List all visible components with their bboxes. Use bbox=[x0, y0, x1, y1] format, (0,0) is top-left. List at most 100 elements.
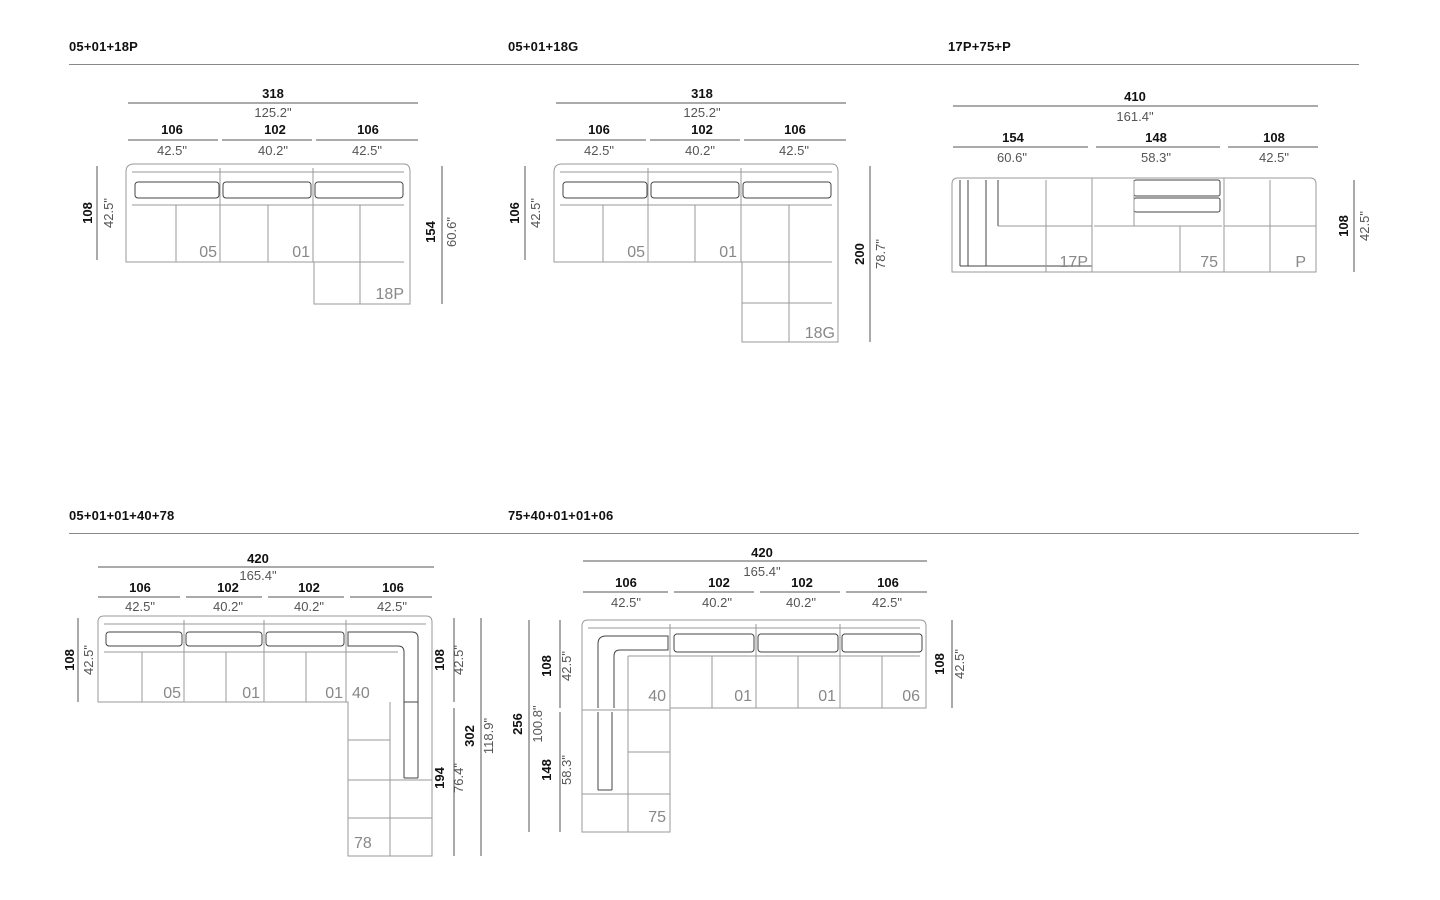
left-total-depth-in: 100.8" bbox=[530, 705, 545, 743]
config-title-3: 17P+75+P bbox=[948, 39, 1012, 54]
segment-width-cm: 108 bbox=[1263, 130, 1285, 145]
segment-width-cm: 102 bbox=[691, 122, 713, 137]
module-label: 40 bbox=[648, 688, 666, 705]
overall-width-in: 165.4" bbox=[743, 564, 781, 579]
module-label: 01 bbox=[734, 688, 752, 705]
segment-width-in: 42.5" bbox=[125, 599, 155, 614]
segment-width-in: 42.5" bbox=[872, 595, 902, 610]
depth-in: 42.5" bbox=[528, 198, 543, 228]
segment-width-in: 40.2" bbox=[294, 599, 324, 614]
right-top-depth-cm: 108 bbox=[432, 649, 447, 671]
module-label: 18P bbox=[376, 286, 404, 303]
module-label: 18G bbox=[805, 325, 835, 342]
segment-width-cm: 102 bbox=[708, 575, 730, 590]
overall-width-cm: 318 bbox=[262, 86, 284, 101]
right-depth-cm: 108 bbox=[932, 653, 947, 675]
right-depth-in: 42.5" bbox=[952, 649, 967, 679]
segment-width-in: 42.5" bbox=[157, 143, 187, 158]
depth-in: 42.5" bbox=[81, 645, 96, 675]
overall-width-in: 125.2" bbox=[683, 105, 721, 120]
left-bottom-depth-in: 58.3" bbox=[559, 755, 574, 785]
module-label: P bbox=[1295, 254, 1306, 271]
module-label: 01 bbox=[719, 244, 737, 261]
overall-width-cm: 318 bbox=[691, 86, 713, 101]
config-05-01-18G: 318 125.2" 106 102 106 42.5" 40.2" 42.5"… bbox=[507, 86, 888, 343]
depth-in: 42.5" bbox=[101, 198, 116, 228]
right-total-depth-cm: 302 bbox=[462, 725, 477, 747]
segment-width-cm: 106 bbox=[357, 122, 379, 137]
overall-width-cm: 410 bbox=[1124, 89, 1146, 104]
segment-width-in: 42.5" bbox=[779, 143, 809, 158]
config-05-01-18P: 318 125.2" 106 102 106 42.5" 40.2" 42.5"… bbox=[80, 86, 459, 305]
right-total-depth-in: 118.9" bbox=[481, 718, 496, 755]
overall-width-cm: 420 bbox=[247, 551, 269, 566]
segment-width-cm: 106 bbox=[382, 580, 404, 595]
overall-width-in: 165.4" bbox=[239, 568, 277, 583]
left-top-depth-in: 42.5" bbox=[559, 651, 574, 681]
module-label: 05 bbox=[163, 685, 181, 702]
segment-width-cm: 102 bbox=[217, 580, 239, 595]
segment-width-in: 42.5" bbox=[611, 595, 641, 610]
right-depth-cm: 108 bbox=[1336, 215, 1351, 237]
right-bottom-depth-in: 76.4" bbox=[451, 763, 466, 793]
module-label: 05 bbox=[199, 244, 217, 261]
segment-width-in: 40.2" bbox=[702, 595, 732, 610]
segment-width-cm: 106 bbox=[588, 122, 610, 137]
module-label: 06 bbox=[902, 688, 920, 705]
segment-width-cm: 106 bbox=[877, 575, 899, 590]
segment-width-cm: 106 bbox=[161, 122, 183, 137]
section-rule-bottom bbox=[69, 533, 1359, 534]
config-75-40-01-01-06: 420 165.4" 106 102 102 106 42.5" 40.2" 4… bbox=[510, 545, 967, 833]
right-depth-cm: 200 bbox=[852, 243, 867, 265]
segment-width-cm: 106 bbox=[784, 122, 806, 137]
segment-width-in: 40.2" bbox=[213, 599, 243, 614]
config-title-2: 05+01+18G bbox=[508, 39, 579, 54]
overall-width-cm: 420 bbox=[751, 545, 773, 560]
depth-cm: 108 bbox=[80, 202, 95, 224]
config-title-5: 75+40+01+01+06 bbox=[508, 508, 614, 523]
module-label: 01 bbox=[292, 244, 310, 261]
segment-width-in: 42.5" bbox=[584, 143, 614, 158]
depth-cm: 108 bbox=[62, 649, 77, 671]
segment-width-in: 42.5" bbox=[1259, 150, 1289, 165]
module-label: 01 bbox=[818, 688, 836, 705]
segment-width-cm: 102 bbox=[791, 575, 813, 590]
right-depth-in: 60.6" bbox=[444, 217, 459, 247]
config-title-4: 05+01+01+40+78 bbox=[69, 508, 175, 523]
segment-width-in: 42.5" bbox=[352, 143, 382, 158]
module-label: 78 bbox=[354, 835, 372, 852]
module-label: 01 bbox=[325, 685, 343, 702]
segment-width-in: 42.5" bbox=[377, 599, 407, 614]
module-label: 05 bbox=[627, 244, 645, 261]
segment-width-in: 40.2" bbox=[685, 143, 715, 158]
segment-width-in: 40.2" bbox=[258, 143, 288, 158]
config-title-1: 05+01+18P bbox=[69, 39, 139, 54]
segment-width-cm: 148 bbox=[1145, 130, 1167, 145]
module-label: 40 bbox=[352, 685, 370, 702]
right-depth-in: 78.7" bbox=[873, 239, 888, 269]
segment-width-in: 40.2" bbox=[786, 595, 816, 610]
right-depth-cm: 154 bbox=[423, 220, 438, 242]
segment-width-cm: 102 bbox=[298, 580, 320, 595]
module-label: 75 bbox=[648, 809, 666, 826]
right-depth-in: 42.5" bbox=[1357, 211, 1372, 241]
section-rule-top bbox=[69, 64, 1359, 65]
module-label: 17P bbox=[1060, 254, 1088, 271]
config-17P-75-P: 410 161.4" 154 148 108 60.6" 58.3" 42.5"… bbox=[951, 89, 1372, 273]
module-label: 01 bbox=[242, 685, 260, 702]
segment-width-cm: 106 bbox=[129, 580, 151, 595]
right-top-depth-in: 42.5" bbox=[451, 645, 466, 675]
overall-width-in: 125.2" bbox=[254, 105, 292, 120]
segment-width-cm: 102 bbox=[264, 122, 286, 137]
right-bottom-depth-cm: 194 bbox=[432, 766, 447, 788]
left-bottom-depth-cm: 148 bbox=[539, 759, 554, 781]
overall-width-in: 161.4" bbox=[1116, 109, 1154, 124]
left-total-depth-cm: 256 bbox=[510, 713, 525, 735]
config-05-01-01-40-78: 420 165.4" 106 102 102 106 42.5" 40.2" 4… bbox=[62, 551, 496, 857]
segment-width-in: 58.3" bbox=[1141, 150, 1171, 165]
segment-width-cm: 106 bbox=[615, 575, 637, 590]
segment-width-cm: 154 bbox=[1002, 130, 1024, 145]
module-label: 75 bbox=[1200, 254, 1218, 271]
depth-cm: 106 bbox=[507, 202, 522, 224]
